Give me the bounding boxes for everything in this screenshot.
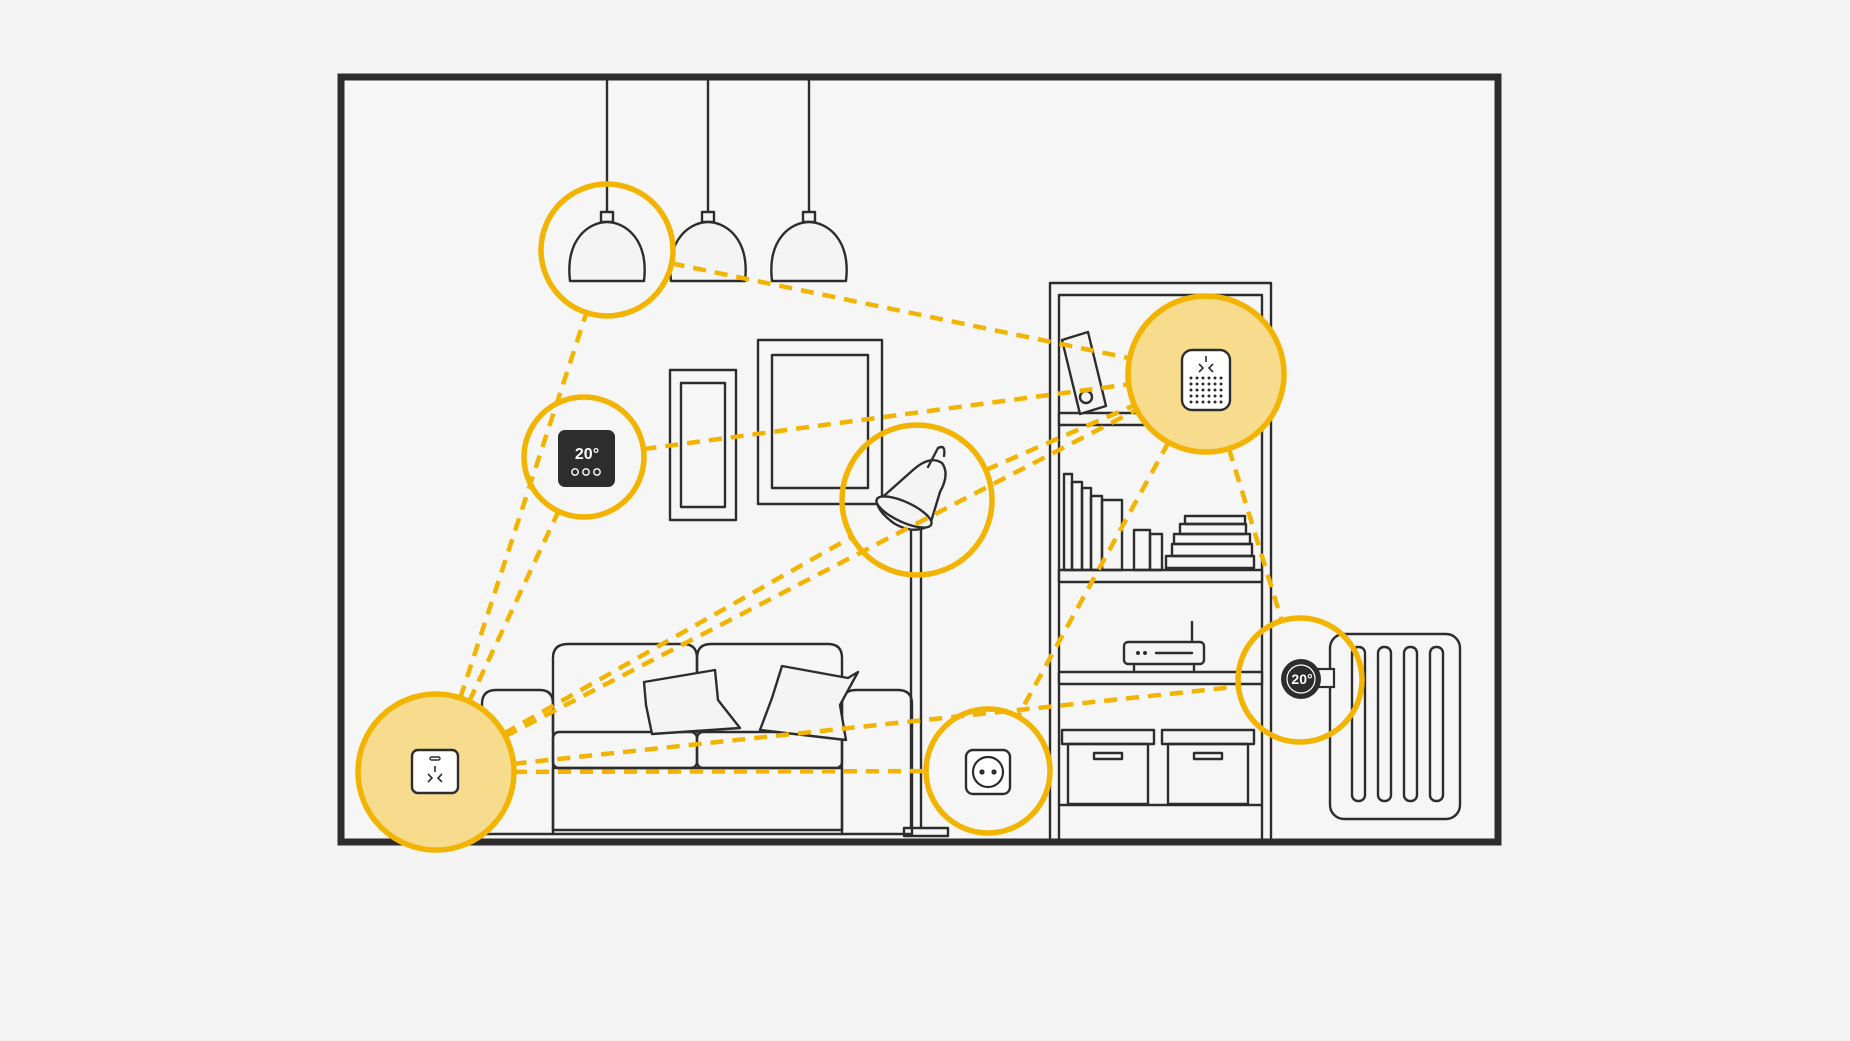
speaker-grille-dot [1201,400,1205,404]
speaker-grille-dot [1219,394,1223,398]
device-ring [538,181,676,319]
speaker-grille-dot [1201,376,1205,380]
mesh-link-wall-thermostat-to-smart-speaker-hub [643,382,1129,452]
plug-hub-icon [410,748,460,795]
device-ring [923,706,1053,836]
speaker-grille-dot [1219,388,1223,392]
bookshelf [1048,281,1273,843]
device-floor-lamp[interactable] [839,422,995,578]
radiator-temperature: 20° [1291,671,1312,687]
speaker-grille-dot [1207,382,1211,386]
device-ring [839,422,995,578]
mesh-link-wall-plug-hub-to-radiator-thermostat [513,684,1239,766]
speaker-grille-dot [1189,388,1193,392]
speaker-grille-dot [1213,400,1217,404]
speaker-grille-dot [1213,376,1217,380]
device-ring [355,691,517,853]
speaker-grille-dot [1207,394,1211,398]
thermostat-temperature: 20° [575,446,599,463]
speaker-grille-dot [1201,394,1205,398]
speaker-grille-dot [1201,388,1205,392]
radiator-knob-icon: 20° [1281,659,1336,699]
speaker-grille-dot [1213,382,1217,386]
speaker-grille-dot [1207,388,1211,392]
speaker-grille-dot [1189,382,1193,386]
mesh-link-wall-plug-hub-to-floor-lamp [502,534,853,736]
speaker-grille-dot [1189,400,1193,404]
radiator [1328,632,1462,821]
device-pendant-lamp[interactable] [538,181,676,319]
speaker-grille-dot [1219,382,1223,386]
mesh-link-smart-speaker-hub-to-radiator-thermostat [1226,447,1284,622]
device-wall-thermostat[interactable]: 20° [521,394,647,520]
mesh-link-floor-lamp-to-smart-speaker-hub [984,403,1136,473]
sofa [480,642,914,836]
device-ring [1125,293,1287,455]
device-smart-speaker-hub[interactable] [1125,293,1287,455]
mesh-connections [458,261,1284,775]
speaker-grille-dot [1207,400,1211,404]
speaker-grille-dot [1207,376,1211,380]
speaker-grille-dot [1201,382,1205,386]
speaker-grille-dot [1213,394,1217,398]
device-ring [1235,615,1365,745]
mesh-link-smart-speaker-hub-to-smart-socket [1015,441,1171,718]
speaker-hub-icon [1180,348,1232,412]
picture-frames [668,338,884,522]
device-ring [521,394,647,520]
speaker-grille-dot [1213,388,1217,392]
speaker-grille-dot [1195,400,1199,404]
speaker-grille-dot [1195,394,1199,398]
thermostat-icon: 20° [558,430,615,487]
mesh-link-pendant-lamp-to-smart-speaker-hub [671,261,1131,361]
mesh-link-wall-plug-hub-to-smart-socket [513,768,927,775]
socket-icon [964,748,1012,796]
mesh-link-wall-plug-hub-to-smart-speaker-hub [504,407,1138,739]
room-frame [337,73,1502,846]
speaker-grille-dot [1219,376,1223,380]
device-wall-plug-hub[interactable] [355,691,517,853]
mesh-link-wall-plug-hub-to-pendant-lamp [458,312,589,699]
device-smart-socket[interactable] [923,706,1053,836]
speaker-grille-dot [1189,394,1193,398]
speaker-grille-dot [1219,400,1223,404]
device-radiator-thermostat[interactable]: 20° [1235,615,1365,745]
pendant-lamps [568,79,848,283]
speaker-grille-dot [1195,382,1199,386]
speaker-grille-dot [1189,376,1193,380]
speaker-grille-dot [1195,376,1199,380]
speaker-grille-dot [1195,388,1199,392]
